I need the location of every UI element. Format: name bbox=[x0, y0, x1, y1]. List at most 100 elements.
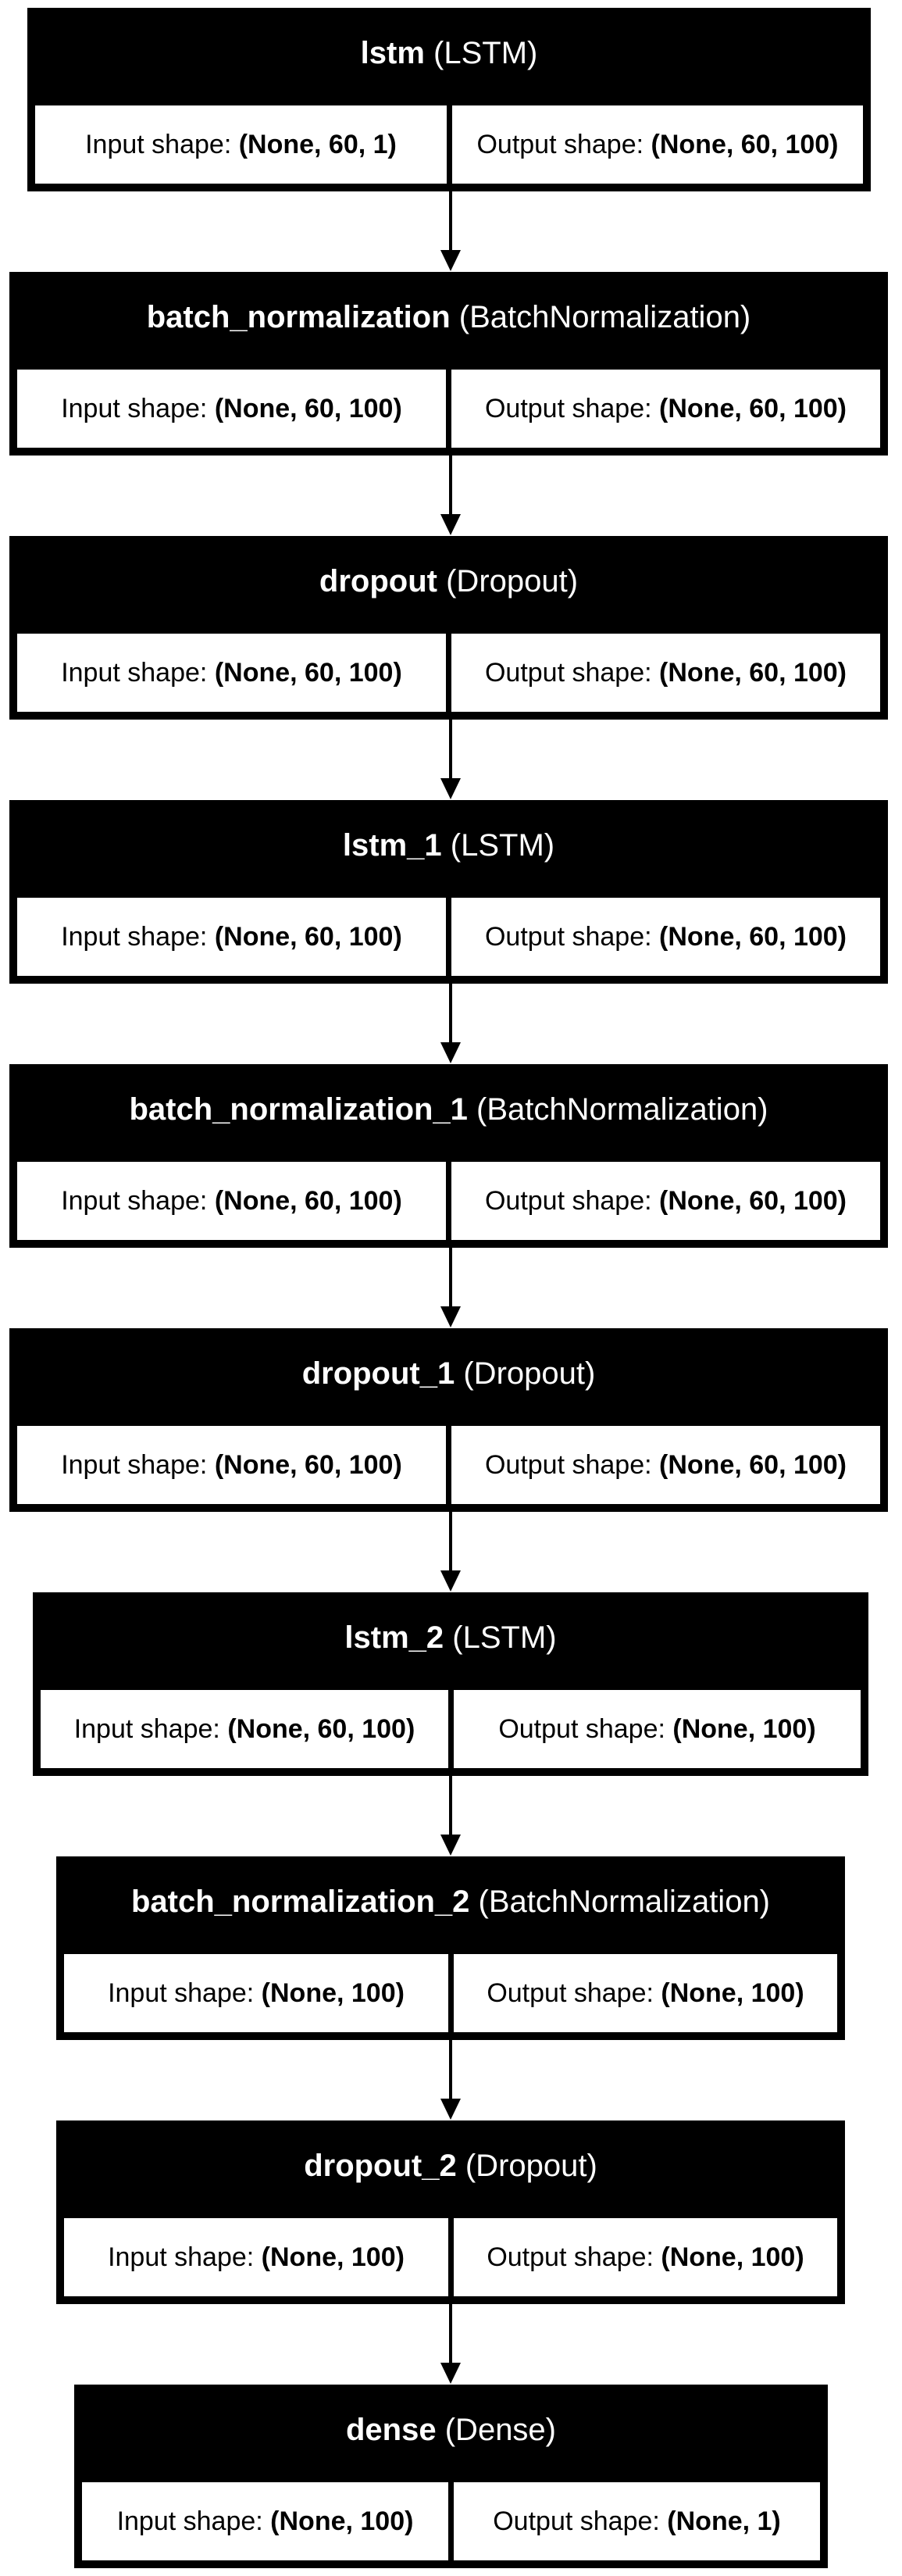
output-shape-cell: Output shape: (None, 1) bbox=[454, 2482, 820, 2560]
layer-name: lstm bbox=[360, 36, 425, 70]
layer-class: (Dropout) bbox=[463, 1356, 596, 1391]
layer-header: lstm_2 (LSTM) bbox=[33, 1592, 868, 1684]
output-shape-label: Output shape: bbox=[484, 393, 652, 423]
layer-class: (LSTM) bbox=[433, 36, 538, 70]
edge-arrow bbox=[440, 1248, 461, 1327]
layer-name: dropout_1 bbox=[301, 1356, 455, 1391]
layer-name: lstm_1 bbox=[342, 828, 442, 863]
layer-class: (Dense) bbox=[444, 2413, 556, 2447]
input-shape-label: Input shape: bbox=[61, 1449, 208, 1480]
layer-class: (LSTM) bbox=[452, 1620, 557, 1655]
output-shape-cell: Output shape: (None, 100) bbox=[454, 2218, 837, 2296]
layer-class: (Dropout) bbox=[446, 564, 579, 598]
input-shape-cell: Input shape: (None, 60, 100) bbox=[17, 898, 446, 976]
input-shape-value: (None, 60, 100) bbox=[214, 921, 402, 952]
input-shape-value: (None, 100) bbox=[261, 2242, 405, 2272]
input-shape-cell: Input shape: (None, 60, 100) bbox=[17, 1162, 446, 1240]
layer-header: dropout_1 (Dropout) bbox=[9, 1328, 888, 1420]
output-shape-label: Output shape: bbox=[487, 1978, 654, 2008]
input-shape-value: (None, 60, 100) bbox=[214, 393, 402, 423]
output-shape-value: (None, 1) bbox=[667, 2506, 781, 2536]
layer-node-batch-normalization-1: batch_normalization_1 (BatchNormalizatio… bbox=[9, 1064, 888, 1248]
layer-name: lstm_2 bbox=[344, 1620, 444, 1655]
output-shape-label: Output shape: bbox=[484, 1185, 652, 1216]
layer-header: batch_normalization_1 (BatchNormalizatio… bbox=[9, 1064, 888, 1156]
layer-class: (LSTM) bbox=[450, 828, 555, 863]
layer-class: (BatchNormalization) bbox=[478, 1885, 771, 1919]
output-shape-value: (None, 100) bbox=[661, 2242, 804, 2272]
output-shape-value: (None, 60, 100) bbox=[659, 657, 847, 688]
output-shape-value: (None, 60, 100) bbox=[659, 1449, 847, 1480]
input-shape-cell: Input shape: (None, 100) bbox=[64, 2218, 448, 2296]
layer-class: (Dropout) bbox=[465, 2149, 597, 2183]
layer-node-lstm-1: lstm_1 (LSTM)Input shape: (None, 60, 100… bbox=[9, 800, 888, 984]
edge-arrow bbox=[440, 984, 461, 1063]
input-shape-cell: Input shape: (None, 60, 100) bbox=[41, 1690, 448, 1768]
input-shape-value: (None, 60, 100) bbox=[214, 657, 402, 688]
input-shape-label: Input shape: bbox=[61, 921, 208, 952]
layer-class: (BatchNormalization) bbox=[458, 300, 751, 334]
output-shape-cell: Output shape: (None, 60, 100) bbox=[451, 370, 880, 448]
output-shape-value: (None, 60, 100) bbox=[659, 921, 847, 952]
output-shape-cell: Output shape: (None, 100) bbox=[454, 1690, 861, 1768]
input-shape-label: Input shape: bbox=[73, 1713, 220, 1744]
layer-name: batch_normalization_2 bbox=[130, 1885, 470, 1919]
output-shape-cell: Output shape: (None, 60, 100) bbox=[452, 105, 863, 184]
layer-name: batch_normalization bbox=[146, 300, 451, 334]
input-shape-value: (None, 60, 100) bbox=[227, 1713, 415, 1744]
layer-header: dense (Dense) bbox=[74, 2385, 828, 2476]
layer-node-batch-normalization: batch_normalization (BatchNormalization)… bbox=[9, 272, 888, 456]
layer-header: batch_normalization (BatchNormalization) bbox=[9, 272, 888, 363]
input-shape-label: Input shape: bbox=[108, 2242, 255, 2272]
output-shape-cell: Output shape: (None, 100) bbox=[454, 1954, 837, 2032]
input-shape-label: Input shape: bbox=[61, 657, 208, 688]
input-shape-value: (None, 60, 100) bbox=[214, 1185, 402, 1216]
edge-arrow bbox=[440, 191, 461, 271]
output-shape-label: Output shape: bbox=[487, 2242, 654, 2272]
output-shape-value: (None, 100) bbox=[661, 1978, 804, 2008]
layer-header: lstm (LSTM) bbox=[27, 8, 871, 99]
layer-node-dropout-2: dropout_2 (Dropout)Input shape: (None, 1… bbox=[56, 2120, 845, 2304]
layer-class: (BatchNormalization) bbox=[476, 1092, 768, 1127]
output-shape-label: Output shape: bbox=[484, 657, 652, 688]
input-shape-value: (None, 60, 100) bbox=[214, 1449, 402, 1480]
layer-node-batch-normalization-2: batch_normalization_2 (BatchNormalizatio… bbox=[56, 1856, 845, 2040]
layer-node-dense: dense (Dense)Input shape: (None, 100)Out… bbox=[74, 2385, 828, 2568]
edge-arrow bbox=[440, 1512, 461, 1592]
input-shape-label: Input shape: bbox=[108, 1978, 255, 2008]
layer-header: lstm_1 (LSTM) bbox=[9, 800, 888, 891]
input-shape-label: Input shape: bbox=[61, 1185, 208, 1216]
output-shape-label: Output shape: bbox=[484, 1449, 652, 1480]
layer-header: dropout_2 (Dropout) bbox=[56, 2120, 845, 2212]
edge-arrow bbox=[440, 456, 461, 535]
layer-name: dropout_2 bbox=[304, 2149, 457, 2183]
output-shape-value: (None, 60, 100) bbox=[651, 129, 839, 159]
output-shape-cell: Output shape: (None, 60, 100) bbox=[451, 1162, 880, 1240]
input-shape-value: (None, 60, 1) bbox=[238, 129, 397, 159]
input-shape-label: Input shape: bbox=[116, 2506, 263, 2536]
output-shape-label: Output shape: bbox=[484, 921, 652, 952]
edge-arrow bbox=[440, 2040, 461, 2120]
layer-node-dropout-1: dropout_1 (Dropout)Input shape: (None, 6… bbox=[9, 1328, 888, 1512]
input-shape-cell: Input shape: (None, 60, 100) bbox=[17, 634, 446, 712]
output-shape-cell: Output shape: (None, 60, 100) bbox=[451, 634, 880, 712]
output-shape-value: (None, 60, 100) bbox=[659, 1185, 847, 1216]
input-shape-cell: Input shape: (None, 100) bbox=[64, 1954, 448, 2032]
layer-node-dropout: dropout (Dropout)Input shape: (None, 60,… bbox=[9, 536, 888, 720]
output-shape-value: (None, 60, 100) bbox=[659, 393, 847, 423]
input-shape-cell: Input shape: (None, 60, 100) bbox=[17, 1426, 446, 1504]
edge-arrow bbox=[440, 1776, 461, 1856]
input-shape-label: Input shape: bbox=[85, 129, 232, 159]
output-shape-label: Output shape: bbox=[476, 129, 644, 159]
input-shape-cell: Input shape: (None, 60, 100) bbox=[17, 370, 446, 448]
edge-arrow bbox=[440, 2304, 461, 2384]
layer-name: dense bbox=[346, 2413, 437, 2447]
layer-name: batch_normalization_1 bbox=[129, 1092, 468, 1127]
edge-arrow bbox=[440, 720, 461, 799]
layer-header: batch_normalization_2 (BatchNormalizatio… bbox=[56, 1856, 845, 1948]
output-shape-label: Output shape: bbox=[498, 1713, 665, 1744]
output-shape-cell: Output shape: (None, 60, 100) bbox=[451, 1426, 880, 1504]
input-shape-value: (None, 100) bbox=[261, 1978, 405, 2008]
output-shape-cell: Output shape: (None, 60, 100) bbox=[451, 898, 880, 976]
